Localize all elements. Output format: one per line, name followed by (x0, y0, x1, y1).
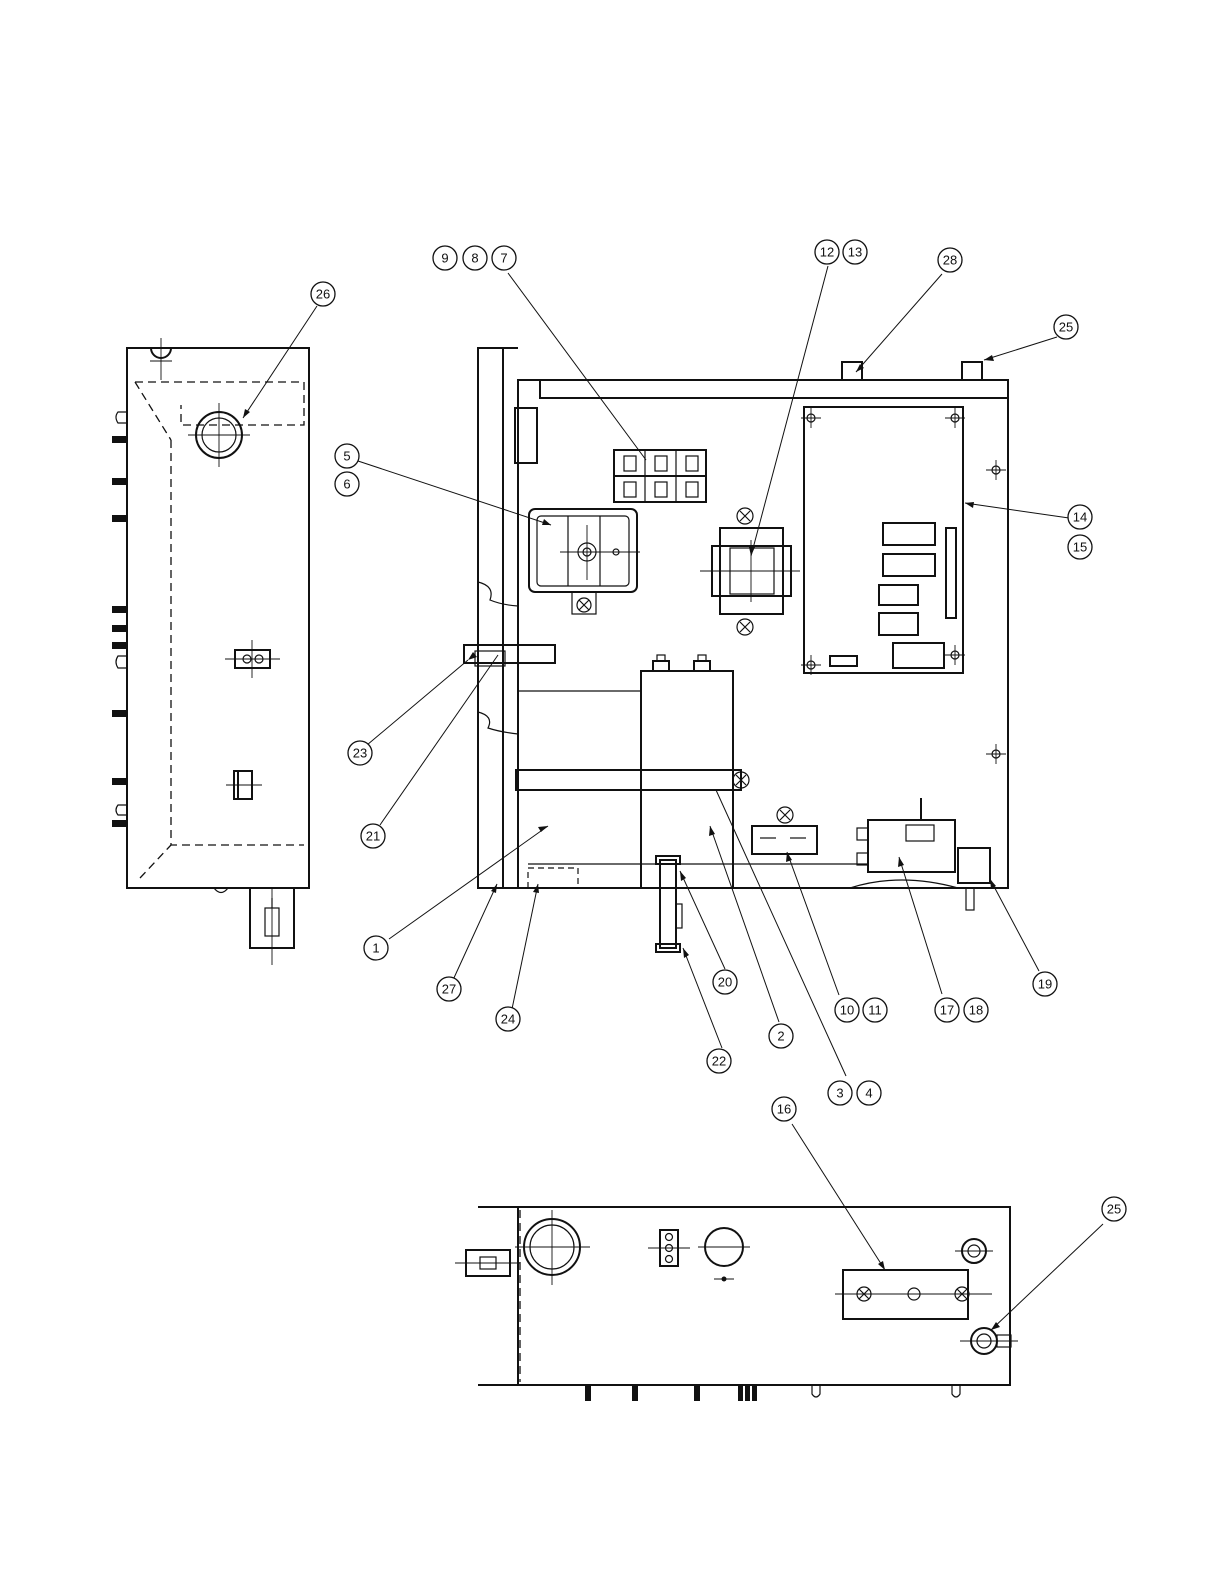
bottom-view (455, 1207, 1018, 1401)
callout-label: 22 (712, 1054, 726, 1069)
callout-label: 12 (820, 245, 834, 260)
callout-label: 20 (718, 975, 732, 990)
callout-label: 19 (1038, 977, 1052, 992)
callout-label: 5 (343, 449, 350, 464)
callout-23: 23 (348, 741, 372, 765)
callout-label: 28 (943, 253, 957, 268)
callout-label: 6 (343, 477, 350, 492)
relay (752, 807, 817, 854)
callout-21: 21 (361, 824, 385, 848)
callout-label: 1 (372, 941, 379, 956)
callout-13: 13 (843, 240, 867, 264)
strap (516, 770, 749, 790)
callout-19: 19 (1033, 972, 1057, 996)
callout-label: 26 (316, 287, 330, 302)
callout-label: 18 (969, 1003, 983, 1018)
callout-16: 16 (772, 1097, 796, 1121)
callout-label: 25 (1059, 320, 1073, 335)
callout-label: 24 (501, 1012, 515, 1027)
callout-label: 23 (353, 746, 367, 761)
callout-6: 6 (335, 472, 359, 496)
callout-17: 17 (935, 998, 959, 1022)
front-view (464, 348, 1008, 952)
callout-14: 14 (1068, 505, 1092, 529)
control-board (801, 407, 1006, 764)
callout-label: 9 (441, 251, 448, 266)
callout-24: 24 (496, 1007, 520, 1031)
callout-20: 20 (713, 970, 737, 994)
callout-label: 21 (366, 829, 380, 844)
callout-label: 16 (777, 1102, 791, 1117)
callout-4: 4 (857, 1081, 881, 1105)
callout-12: 12 (815, 240, 839, 264)
callout-5: 5 (335, 444, 359, 468)
callout-label: 8 (471, 251, 478, 266)
callout-10: 10 (835, 998, 859, 1022)
callout-label: 17 (940, 1003, 954, 1018)
callout-11: 11 (863, 998, 887, 1022)
callout-label: 15 (1073, 540, 1087, 555)
side-view (112, 338, 309, 965)
callout-9: 9 (433, 246, 457, 270)
callout-2: 2 (769, 1024, 793, 1048)
terminal-19 (958, 848, 990, 883)
fuse-block (614, 450, 706, 502)
callout-label: 27 (442, 982, 456, 997)
mounting-plate (835, 1270, 992, 1319)
callout-25-bottom: 25 (1102, 1197, 1126, 1221)
callout-label: 13 (848, 245, 862, 260)
callout-28: 28 (938, 248, 962, 272)
callout-25-top: 25 (1054, 315, 1078, 339)
capacitor (518, 655, 733, 888)
callout-label: 2 (777, 1029, 784, 1044)
callout-7: 7 (492, 246, 516, 270)
callout-label: 7 (500, 251, 507, 266)
callout-1: 1 (364, 936, 388, 960)
callout-label: 3 (836, 1086, 843, 1101)
callout-label: 10 (840, 1003, 854, 1018)
callout-15: 15 (1068, 535, 1092, 559)
callout-27: 27 (437, 977, 461, 1001)
callout-22: 22 (707, 1049, 731, 1073)
callout-18: 18 (964, 998, 988, 1022)
callout-label: 25 (1107, 1202, 1121, 1217)
callout-label: 4 (865, 1086, 872, 1101)
callout-label: 14 (1073, 510, 1087, 525)
callout-26: 26 (311, 282, 335, 306)
callout-8: 8 (463, 246, 487, 270)
callout-3: 3 (828, 1081, 852, 1105)
callout-label: 11 (868, 1003, 882, 1018)
transformer (700, 508, 800, 635)
leader-lines (243, 266, 1103, 1330)
bottom-connector (656, 856, 682, 952)
